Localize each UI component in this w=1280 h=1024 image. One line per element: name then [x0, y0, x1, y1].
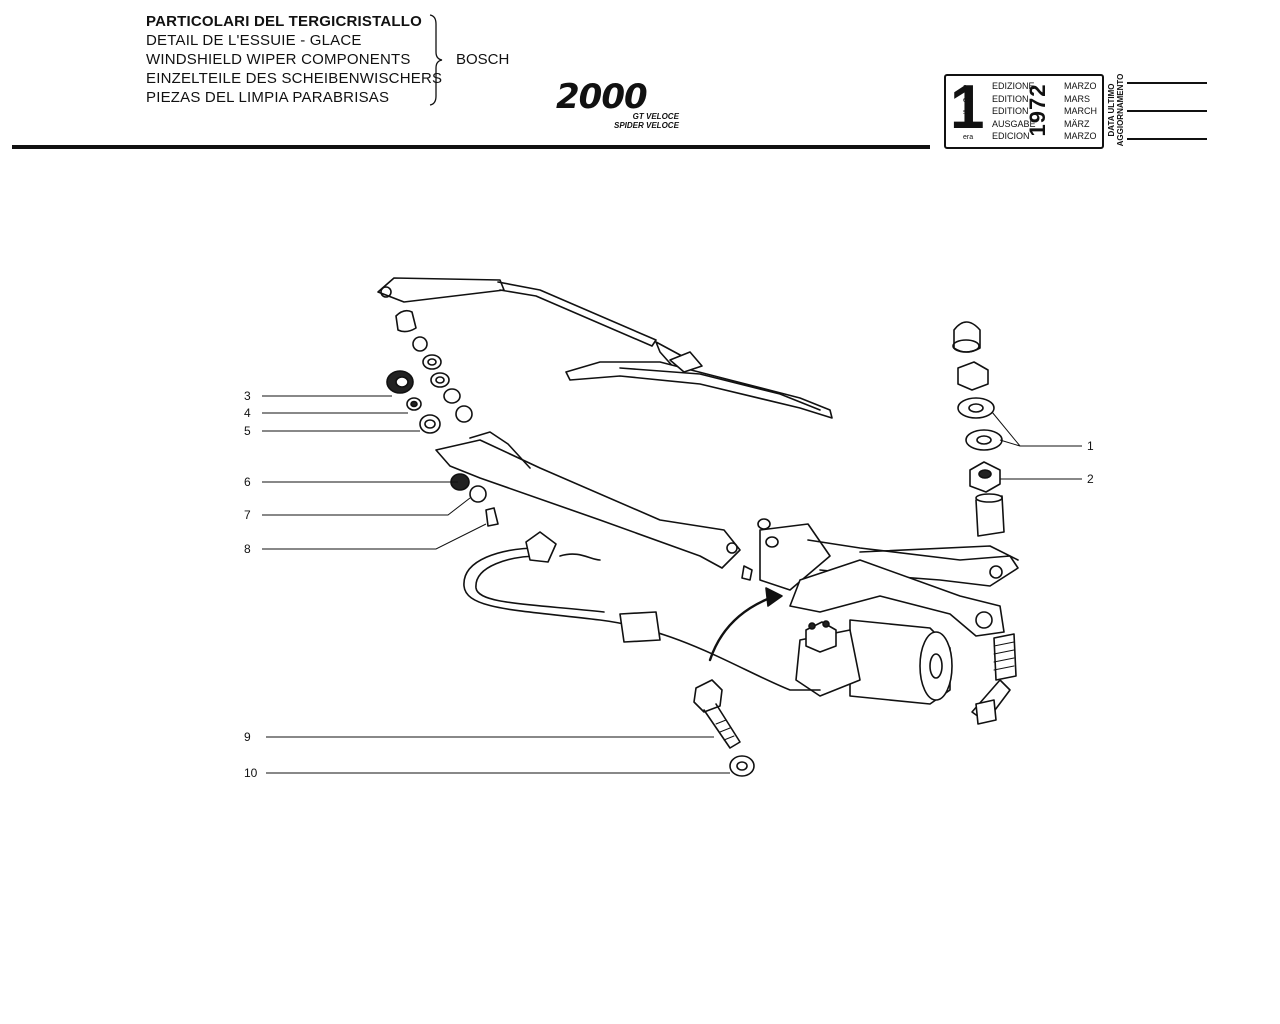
- right-spindle-parts: [952, 321, 1005, 537]
- title-french: DETAIL DE L'ESSUIE - GLACE: [146, 32, 362, 49]
- callout-1: 1: [1087, 439, 1094, 453]
- update-line: [1127, 110, 1207, 112]
- model-variant-gt: GT VELOCE: [632, 112, 679, 121]
- wiper-blade: [565, 351, 833, 419]
- wiper-arm: [377, 277, 691, 371]
- callout-8: 8: [244, 542, 251, 556]
- model-variant-spider: SPIDER VELOCE: [614, 121, 679, 130]
- callout-10: 10: [244, 766, 258, 780]
- edition-label: EDITION: [992, 106, 1029, 117]
- bolt: [693, 679, 741, 749]
- edition-suffix: .: [963, 121, 965, 129]
- edition-month: MARCH: [1064, 106, 1097, 117]
- callout-4: 4: [244, 406, 251, 420]
- title-english: WINDSHIELD WIPER COMPONENTS: [146, 51, 411, 68]
- pivot-parts: [450, 473, 499, 527]
- edition-month: MARZO: [1064, 81, 1097, 91]
- edition-months: MARZO MARS MARCH MÄRZ MARZO: [1064, 80, 1097, 143]
- edition-suffix: era: [963, 134, 974, 141]
- title-italian: PARTICOLARI DEL TERGICRISTALLO: [146, 13, 422, 30]
- edition-label: EDITION: [992, 93, 1029, 104]
- brace-icon: [429, 14, 443, 106]
- washer: [729, 755, 755, 777]
- title-german: EINZELTEILE DES SCHEIBENWISCHERS: [146, 70, 443, 87]
- cable-harness: [463, 531, 821, 691]
- callout-7: 7: [244, 508, 251, 522]
- edition-suffix: a: [963, 84, 967, 91]
- edition-number: 1: [950, 73, 985, 142]
- assembly-arrow: [708, 596, 772, 662]
- wiper-motor: [795, 619, 953, 705]
- edition-suffixes: a ere st . era: [963, 82, 973, 145]
- mount-bracket: [971, 633, 1017, 725]
- left-spindle-parts: [386, 309, 473, 434]
- linkage-frame: [435, 431, 1019, 637]
- callout-2: 2: [1087, 472, 1094, 486]
- update-line: [1127, 138, 1207, 140]
- header-rule: [12, 145, 930, 149]
- title-spanish: PIEZAS DEL LIMPIA PARABRISAS: [146, 89, 390, 106]
- edition-suffix: st: [963, 109, 969, 116]
- update-line: [1127, 82, 1207, 84]
- model-logo-text: 2000: [556, 77, 648, 117]
- callout-3: 3: [244, 389, 251, 403]
- edition-month: MARS: [1064, 93, 1091, 104]
- edition-label: EDICION: [992, 131, 1030, 142]
- edition-month: MÄRZ: [1064, 118, 1090, 129]
- callout-9: 9: [244, 730, 251, 744]
- edition-label: AUSGABE: [992, 118, 1036, 129]
- model-logo: 2000 GT VELOCE SPIDER VELOCE: [556, 77, 679, 130]
- edition-label: EDIZIONE: [992, 81, 1035, 91]
- title-block: PARTICOLARI DEL TERGICRISTALLO DETAIL DE…: [146, 12, 442, 107]
- callout-5: 5: [244, 424, 251, 438]
- manufacturer-name: BOSCH: [456, 51, 510, 68]
- edition-suffix: ere: [963, 96, 974, 104]
- edition-box: 1 a ere st . era EDIZIONE EDITION EDITIO…: [944, 74, 1104, 149]
- edition-month: MARZO: [1064, 131, 1097, 142]
- leader-lines: [262, 395, 1082, 774]
- model-variants: GT VELOCE SPIDER VELOCE: [614, 112, 679, 130]
- edition-labels: EDIZIONE EDITION EDITION AUSGABE EDICION: [992, 80, 1036, 143]
- callout-6: 6: [244, 475, 251, 489]
